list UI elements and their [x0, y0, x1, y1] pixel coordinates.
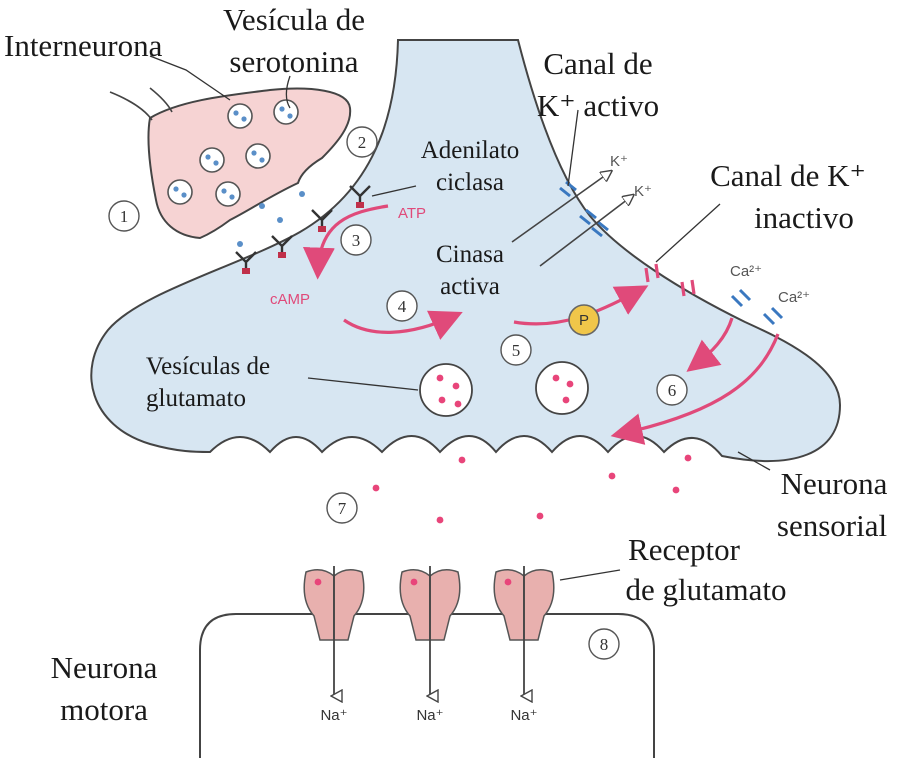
label-canal-activo-1: Canal de — [543, 46, 652, 81]
label-receptor-2: de glutamato — [626, 572, 787, 607]
step-5: 5 — [501, 335, 531, 365]
svg-text:5: 5 — [512, 341, 521, 360]
label-cinasa-2: activa — [440, 273, 500, 300]
label-na-ion-3: Na⁺ — [510, 707, 537, 724]
label-canal-inactivo-2: inactivo — [754, 200, 854, 235]
step-7: 7 — [327, 493, 357, 523]
step-8: 8 — [589, 629, 619, 659]
label-adenilato-1: Adenilato — [421, 137, 520, 164]
step-4: 4 — [387, 291, 417, 321]
svg-text:6: 6 — [668, 381, 677, 400]
label-camp: cAMP — [270, 291, 310, 308]
released-glutamate — [373, 455, 692, 524]
label-k-ion-2: K⁺ — [634, 183, 652, 200]
label-receptor-1: Receptor — [628, 532, 741, 567]
glutamate-receptors — [304, 570, 554, 640]
svg-text:1: 1 — [120, 207, 129, 226]
label-neurona-motora-2: motora — [60, 692, 148, 727]
step-3: 3 — [341, 225, 371, 255]
label-cinasa-1: Cinasa — [436, 241, 504, 268]
svg-text:4: 4 — [398, 297, 407, 316]
label-neurona-motora-1: Neurona — [51, 650, 158, 685]
phosphate-label: P — [579, 312, 589, 329]
label-vesicula-2: serotonina — [229, 44, 358, 79]
phosphate-group: P — [569, 305, 599, 335]
label-adenilato-2: ciclasa — [436, 169, 504, 196]
svg-text:7: 7 — [338, 499, 347, 518]
label-neurona-sensorial-2: sensorial — [777, 508, 887, 543]
label-vesiculas-glu-1: Vesículas de — [146, 353, 270, 380]
label-na-ion-1: Na⁺ — [320, 707, 347, 724]
step-1: 1 — [109, 201, 139, 231]
svg-text:8: 8 — [600, 635, 609, 654]
label-ca-ion-1: Ca²⁺ — [730, 263, 762, 280]
svg-text:2: 2 — [358, 133, 367, 152]
label-canal-inactivo-1: Canal de K⁺ — [710, 158, 866, 193]
step-6: 6 — [657, 375, 687, 405]
label-k-ion-1: K⁺ — [610, 153, 628, 170]
label-neurona-sensorial-1: Neurona — [781, 466, 888, 501]
interneuron — [110, 88, 350, 238]
label-ca-ion-2: Ca²⁺ — [778, 289, 810, 306]
label-na-ion-2: Na⁺ — [416, 707, 443, 724]
label-atp: ATP — [398, 205, 426, 222]
label-vesiculas-glu-2: glutamato — [146, 385, 246, 412]
label-interneurona: Interneurona — [4, 28, 163, 63]
svg-text:3: 3 — [352, 231, 361, 250]
label-canal-activo-2: K⁺ activo — [537, 88, 659, 123]
step-2: 2 — [347, 127, 377, 157]
label-vesicula-1: Vesícula de — [223, 2, 365, 37]
